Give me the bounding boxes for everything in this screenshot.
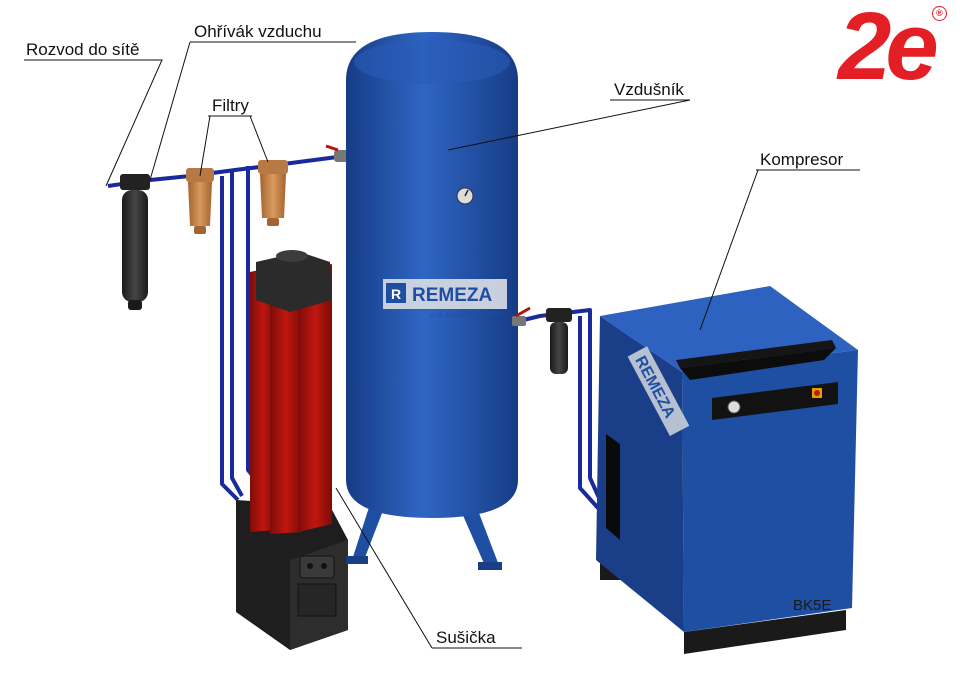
- leader-filtry: [199, 115, 269, 177]
- registered-mark: ®: [932, 6, 947, 21]
- compressor-model-text: BK5E: [793, 597, 831, 614]
- filter-unit-1: [186, 168, 214, 234]
- label-rozvod: Rozvod do sítě: [26, 40, 140, 59]
- label-vzdusnik: Vzdušník: [614, 80, 684, 99]
- leader-ohrivak: [149, 41, 356, 181]
- compressor-filter: [512, 306, 572, 374]
- leader-vzdusnik: [447, 99, 691, 151]
- distribution-filter: [120, 174, 150, 310]
- tank-brand-text: REMEZA: [412, 285, 493, 306]
- compressor-unit: REMEZA BK5E: [596, 286, 858, 654]
- leader-susicka: [335, 487, 522, 649]
- label-filtry: Filtry: [212, 96, 249, 115]
- dryer-unit: [236, 250, 348, 650]
- svg-text:R: R: [391, 286, 401, 302]
- filter-unit-2: [258, 160, 288, 226]
- dryer-supply-pipe: [220, 176, 240, 502]
- label-ohrivak: Ohřívák vzduchu: [194, 22, 322, 41]
- leader-rozvod: [24, 59, 163, 187]
- label-susicka: Sušička: [436, 628, 496, 647]
- tank-brand-subtext: AIR COMPRESSORS: [430, 313, 504, 319]
- leader-kompresor: [699, 169, 860, 331]
- compressor-pipe: [514, 308, 602, 501]
- label-kompresor: Kompresor: [760, 150, 844, 169]
- leader-lines: [24, 41, 860, 649]
- air-receiver-tank: R REMEZA AIR COMPRESSORS: [346, 32, 518, 570]
- dryer-return-pipe: [230, 172, 244, 497]
- brand-logo: 2e: [838, 0, 939, 100]
